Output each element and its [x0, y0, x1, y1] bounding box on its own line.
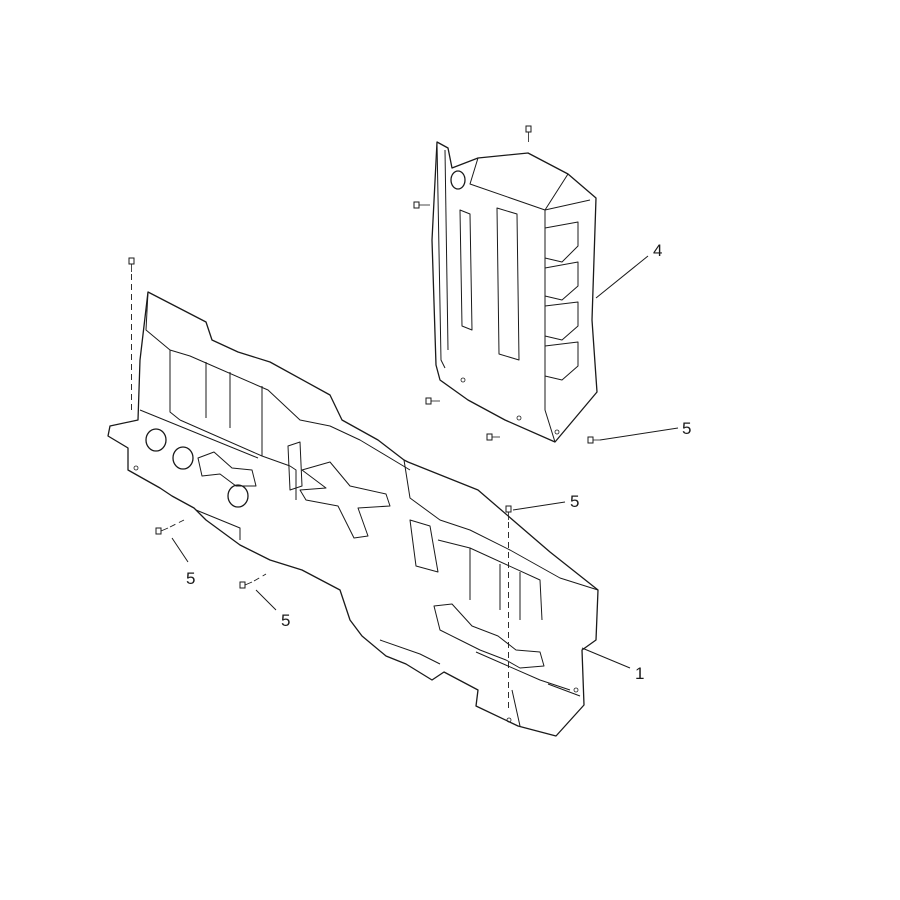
callout-label-5-center: 5: [570, 492, 579, 511]
callout-item-5-right: 5: [599, 419, 691, 441]
bolt-icon: [505, 505, 512, 520]
callout-item-5-left-upper: 5: [171, 537, 195, 588]
bolt-icon: [425, 397, 440, 405]
callout-label-5-left-upper: 5: [186, 569, 195, 588]
bolt-icon: [486, 433, 500, 441]
bolt-icon: [155, 527, 169, 535]
callout-label-5-right: 5: [682, 419, 691, 438]
callout-label-1: 1: [635, 664, 644, 683]
bolt-icon: [525, 125, 532, 142]
callout-item-1: 1: [581, 647, 644, 683]
callout-label-5-left-lower: 5: [281, 611, 290, 630]
callout-item-5-center: 5: [512, 492, 579, 511]
callout-item-5-left-lower: 5: [255, 589, 290, 630]
callout-item-4: 4: [595, 241, 662, 299]
bolt-icon: [128, 257, 135, 272]
skid-plate-part-1: [107, 257, 599, 737]
shield-panel-part-4: [413, 125, 600, 444]
bolt-icon: [413, 201, 430, 209]
bolt-icon: [587, 436, 600, 444]
callout-label-4: 4: [653, 241, 662, 260]
bolt-icon: [239, 581, 253, 589]
